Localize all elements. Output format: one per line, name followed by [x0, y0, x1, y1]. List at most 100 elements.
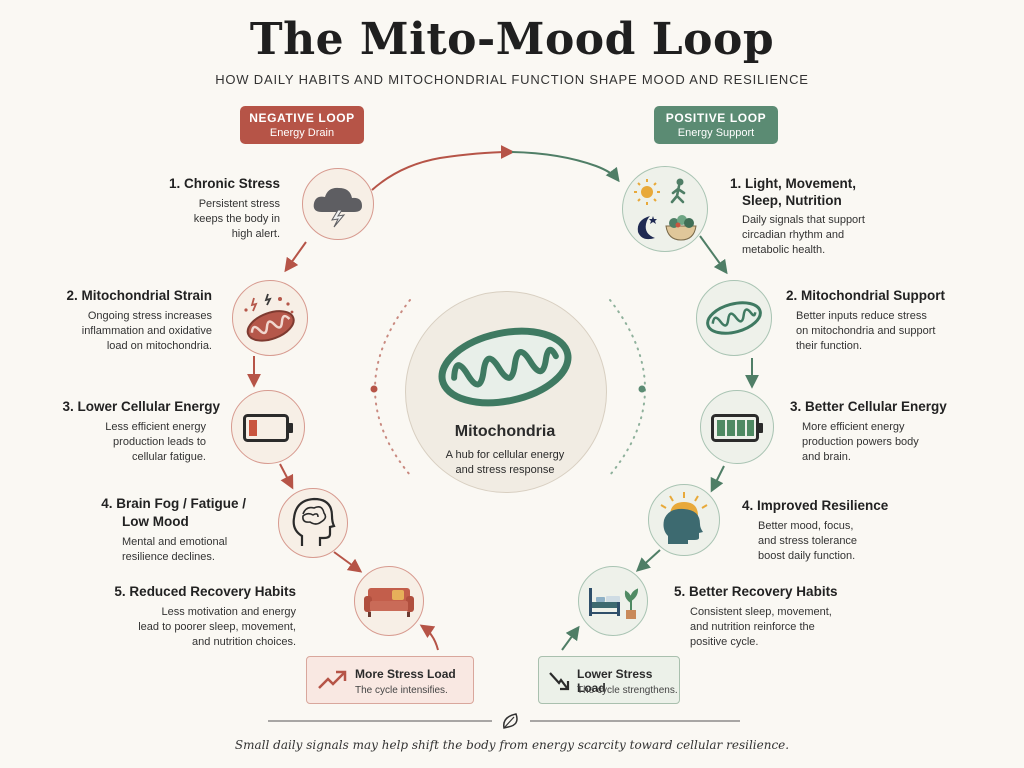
hub-title: Mitochondria [454, 423, 556, 440]
arrow-pos-1-2 [699, 235, 728, 275]
arrow-pos-4-5 [635, 549, 661, 572]
desc-line: their function. [796, 340, 863, 352]
desc-line: positive cycle. [690, 636, 759, 648]
top-arc-arrow-positive [511, 151, 620, 183]
healthy-mitochondrion-icon [706, 301, 762, 335]
hub-description: A hub for cellular energy and stress res… [425, 448, 585, 478]
desc-line: Ongoing stress increases [87, 310, 212, 322]
desc-line: metabolic health. [742, 244, 826, 256]
storm-cloud-icon [313, 187, 362, 228]
low-battery-icon [243, 414, 293, 442]
desc-line: Less motivation and energy [161, 606, 296, 618]
neg-step-4-title: 4. Brain Fog / Fatigue / [101, 496, 246, 511]
desc-line: and stress tolerance [758, 535, 858, 547]
page-subtitle: HOW DAILY HABITS AND MITOCHONDRIAL FUNCT… [215, 72, 809, 87]
pos-step-5-text: 5. Better Recovery Habits Consistent sle… [674, 584, 864, 650]
positive-loop-sublabel: Energy Support [677, 127, 755, 139]
pos-step-2-desc: Better inputs reduce stress on mitochond… [796, 309, 966, 354]
desc-line: Better inputs reduce stress [796, 310, 927, 322]
negative-loop-tag: NEGATIVE LOOP Energy Drain [240, 106, 364, 144]
neg-step-3-text: 3. Lower Cellular Energy Less efficient … [60, 399, 220, 465]
pos-step-3-title: 3. Better Cellular Energy [790, 399, 947, 414]
lower-stress-desc: The cycle strengthens. [577, 685, 678, 696]
desc-line: inflammation and oxidative [81, 325, 212, 337]
neg-step-2-desc: Ongoing stress increases inflammation an… [52, 309, 212, 354]
arrow-callout-neg [419, 624, 439, 651]
neg-step-4-title-2: Low Mood [122, 514, 189, 529]
neg-step-1-text: 1. Chronic Stress Persistent stress keep… [140, 176, 280, 242]
desc-line: Consistent sleep, movement, [690, 606, 832, 618]
neg-step-5-text: 5. Reduced Recovery Habits Less motivati… [110, 584, 296, 650]
pos-step-3-desc: More efficient energy production powers … [802, 420, 970, 465]
mitochondrion-icon [438, 327, 572, 407]
pos-step-4-title: 4. Improved Resilience [742, 498, 889, 513]
hub-dot-left [370, 385, 378, 393]
lower-stress-load-callout: Lower Stress Load The cycle strengthens. [538, 656, 680, 704]
desc-line: and nutrition choices. [192, 636, 296, 648]
pos-step-1-title-2: Sleep, Nutrition [742, 193, 842, 208]
desc-line: production leads to [113, 436, 206, 448]
pos-step-1-title: 1. Light, Movement, [730, 176, 857, 191]
neg-step-1-desc: Persistent stress keeps the body in high… [140, 197, 280, 242]
desc-line: Mental and emotional [122, 536, 228, 548]
pos-step-5-desc: Consistent sleep, movement, and nutritio… [690, 605, 864, 650]
desc-line: circadian rhythm and [742, 229, 845, 241]
pos-step-1-text: 1. Light, Movement, Sleep, Nutrition Dai… [730, 176, 930, 258]
desc-line: boost daily function. [758, 550, 856, 562]
pos-step-4-text: 4. Improved Resilience Better mood, focu… [742, 498, 922, 564]
neg-step-4-desc: Mental and emotional resilience declines… [122, 535, 262, 565]
neg-step-3-desc: Less efficient energy production leads t… [60, 420, 220, 465]
footer-caption: Small daily signals may help shift the b… [234, 738, 790, 752]
neg-step-3-title: 3. Lower Cellular Energy [62, 399, 220, 414]
desc-line: and nutrition reinforce the [690, 621, 815, 633]
pos-step-3-text: 3. Better Cellular Energy More efficient… [790, 399, 970, 465]
trend-down-icon [549, 672, 570, 691]
daily-signals-icon [634, 178, 697, 241]
arrow-pos-3-4 [710, 465, 725, 493]
arrow-callout-pos [561, 625, 580, 651]
hub-desc-line: A hub for cellular energy [445, 449, 565, 461]
desc-line: lead to poorer sleep, movement, [138, 621, 296, 633]
hub-dot-right [638, 385, 646, 393]
pos-step-1-desc: Daily signals that support circadian rhy… [742, 213, 930, 258]
foggy-head-icon [292, 497, 336, 546]
negative-loop-label: NEGATIVE LOOP [249, 111, 355, 125]
desc-line: production powers body [802, 436, 919, 448]
desc-line: Better mood, focus, [758, 520, 854, 532]
desc-line: and brain. [802, 451, 851, 463]
desc-line: cellular fatigue. [132, 451, 206, 463]
neg-step-4-text-2: Low Mood Mental and emotional resilience… [122, 514, 262, 565]
hub-desc-line: and stress response [455, 464, 555, 476]
more-stress-load-callout: More Stress Load The cycle intensifies. [306, 656, 474, 704]
desc-line: Daily signals that support [742, 214, 865, 226]
desc-line: More efficient energy [802, 421, 905, 433]
pos-step-5-title: 5. Better Recovery Habits [674, 584, 838, 599]
page-title: The Mito-Mood Loop [249, 14, 775, 65]
neg-step-5-title: 5. Reduced Recovery Habits [114, 584, 296, 599]
pos-step-1-circle [622, 166, 708, 252]
pos-step-2-text: 2. Mitochondrial Support Better inputs r… [786, 288, 966, 354]
lower-stress-title: Lower Stress Load [577, 667, 653, 695]
positive-loop-label: POSITIVE LOOP [665, 111, 767, 125]
desc-line: resilience declines. [122, 551, 215, 563]
desc-line: Less efficient energy [105, 421, 206, 433]
arrow-neg-1-2 [284, 241, 307, 273]
arrow-neg-4-5 [333, 551, 363, 573]
more-stress-desc: The cycle intensifies. [355, 685, 448, 696]
neg-step-2-title: 2. Mitochondrial Strain [66, 288, 212, 303]
trend-up-icon [318, 670, 347, 689]
full-battery-icon [711, 414, 763, 442]
leaf-icon [503, 713, 518, 729]
strained-mitochondrion-icon [244, 293, 295, 342]
positive-loop-tag: POSITIVE LOOP Energy Support [654, 106, 778, 144]
neg-step-1-title: 1. Chronic Stress [168, 176, 280, 191]
top-arc-arrow-negative [371, 145, 515, 191]
negative-loop-sublabel: Energy Drain [269, 127, 335, 139]
neg-step-4-text: 4. Brain Fog / Fatigue / [66, 496, 246, 511]
desc-line: high alert. [231, 228, 280, 240]
desc-line: on mitochondria and support [796, 325, 936, 337]
couch-icon [364, 588, 414, 617]
more-stress-title: More Stress Load [355, 667, 456, 681]
bed-and-plant-icon [589, 588, 639, 619]
